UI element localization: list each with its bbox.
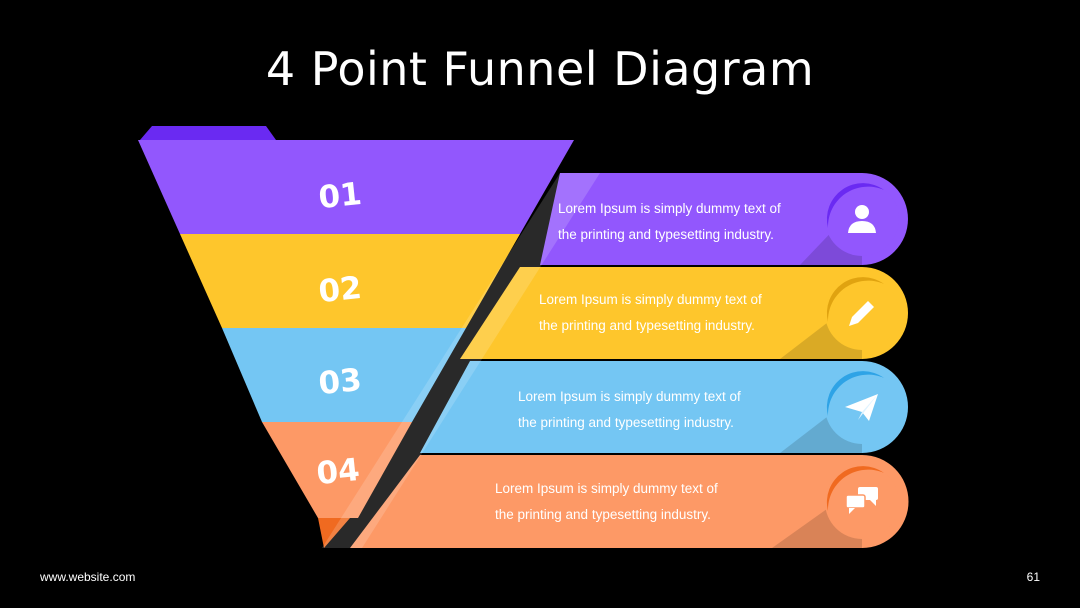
footer-website: www.website.com: [40, 570, 136, 584]
step-2-text-line-1: Lorem Ipsum is simply dummy text of: [539, 292, 762, 307]
paper-plane-icon: [845, 394, 878, 421]
step-3-text-line-2: the printing and typesetting industry.: [518, 415, 734, 430]
step-3-text-line-1: Lorem Ipsum is simply dummy text of: [518, 389, 741, 404]
icon-circle-2: [825, 276, 899, 350]
user-icon: [848, 205, 876, 233]
step-2-text-line-2: the printing and typesetting industry.: [539, 318, 755, 333]
funnel-segment-2: [180, 234, 520, 328]
step-4-number: 04: [315, 452, 362, 492]
funnel-segment-4: [262, 422, 412, 518]
funnel-segment-3: [222, 328, 466, 422]
step-4-text-line-1: Lorem Ipsum is simply dummy text of: [495, 481, 718, 496]
funnel-tab-1: [140, 126, 276, 140]
step-4-text-line-2: the printing and typesetting industry.: [495, 507, 711, 522]
page-number: 61: [1026, 570, 1040, 584]
icon-circle-4: [825, 465, 899, 539]
funnel-tip-accent: [318, 518, 350, 548]
icon-circle-1: [825, 182, 899, 256]
step-3-number: 03: [317, 362, 364, 402]
chat-bubbles-icon: [845, 487, 878, 514]
step-1-number: 01: [317, 176, 364, 216]
bar-4: [350, 455, 909, 548]
step-1-text-line-1: Lorem Ipsum is simply dummy text of: [558, 201, 781, 216]
funnel-segment-1: [138, 140, 574, 234]
page-title: 4 Point Funnel Diagram: [265, 42, 815, 96]
icon-circle-3: [825, 370, 899, 444]
step-2-number: 02: [317, 270, 364, 310]
funnel-overlay-band: [322, 173, 600, 548]
pencil-icon: [849, 301, 874, 326]
step-1-text-line-2: the printing and typesetting industry.: [558, 227, 774, 242]
